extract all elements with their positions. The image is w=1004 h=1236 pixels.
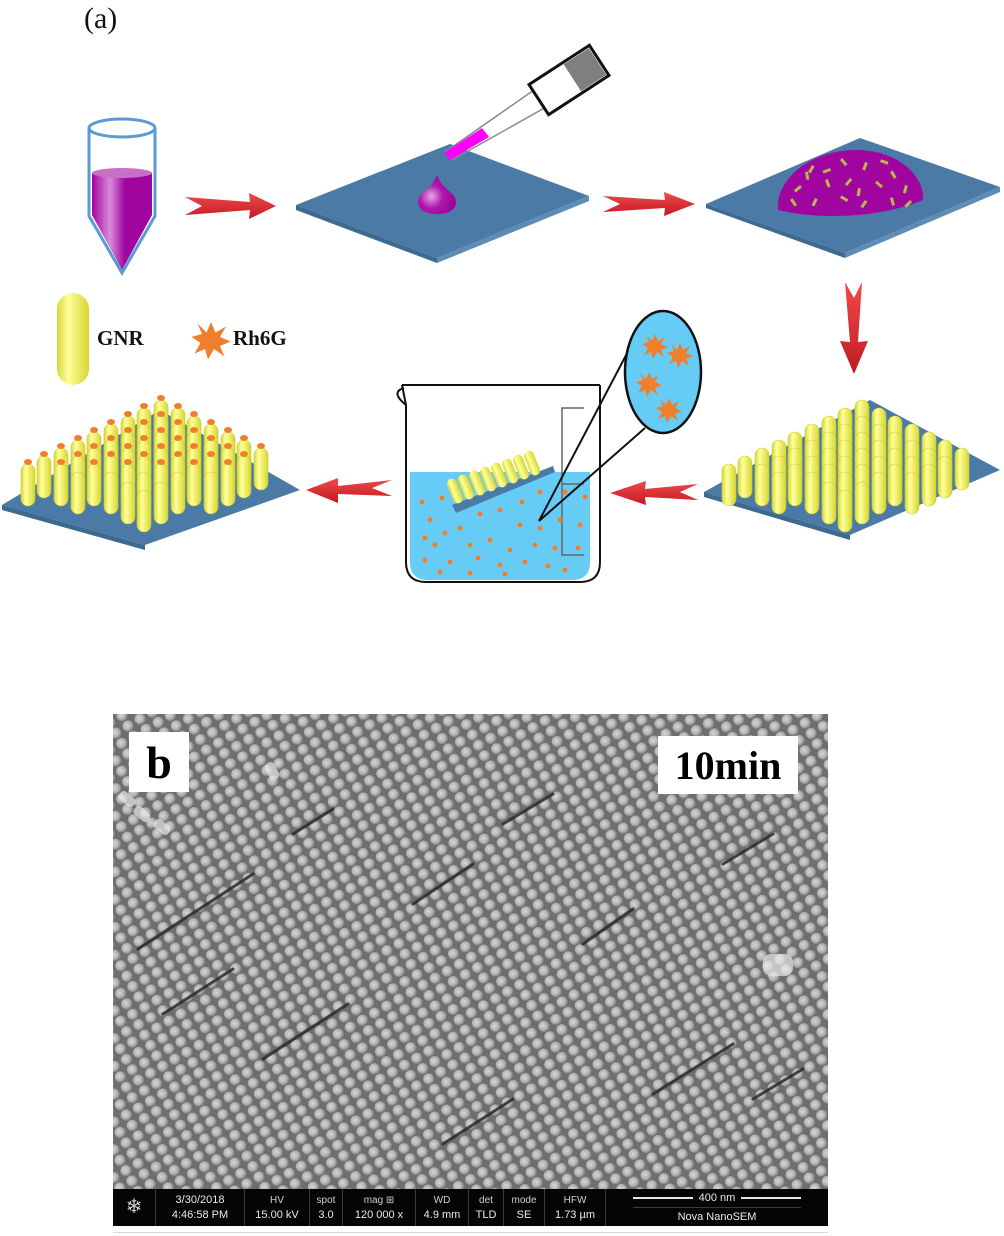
time-label: 10min — [658, 736, 798, 794]
zoom-callout — [623, 309, 703, 435]
det-value: TLD — [475, 1208, 497, 1221]
wd-value: 4.9 mm — [423, 1208, 461, 1221]
hv-label: HV — [270, 1194, 284, 1206]
det-label: det — [479, 1194, 493, 1206]
panel-a-label: (a) — [84, 2, 118, 35]
rh6g-legend-icon — [191, 322, 231, 360]
instrument-name: Nova NanoSEM — [677, 1210, 757, 1223]
acquisition-date: 3/30/2018 — [175, 1193, 225, 1206]
legend: GNR Rh6G — [57, 293, 287, 385]
hfw-label: HFW — [563, 1194, 587, 1206]
spot-value: 3.0 — [318, 1208, 334, 1221]
spot-label: spot — [316, 1194, 336, 1206]
scale-bar: 400 nm — [632, 1189, 802, 1208]
arrow-left-icon — [306, 478, 392, 503]
mag-label: mag ⊞ — [363, 1194, 395, 1206]
divider — [113, 1232, 828, 1233]
panel-b-label: b — [129, 732, 189, 792]
mag-value: 120 000 x — [354, 1208, 404, 1221]
sem-info-bar: ❄ 3/30/2018 4:46:58 PM HV 15.00 kV spot … — [113, 1189, 828, 1226]
gnr-array — [704, 399, 1000, 540]
centrifuge-tube-icon — [87, 117, 157, 276]
fabrication-schematic: GNR Rh6G — [2, 43, 1000, 583]
scale-bar-label: 400 nm — [698, 1191, 736, 1204]
substrate-with-gnr-droplet — [706, 138, 1000, 258]
arrow-right-icon — [603, 192, 695, 216]
gnr-legend-icon — [57, 293, 89, 385]
sem-image: b 10min ❄ 3/30/2018 4:46:58 PM HV 15.00 … — [113, 714, 828, 1226]
gnr-rh6g-array — [2, 395, 300, 550]
mode-label: mode — [511, 1194, 537, 1206]
beaker-icon — [396, 309, 703, 583]
hv-value: 15.00 kV — [255, 1208, 299, 1221]
wd-label: WD — [433, 1194, 451, 1206]
acquisition-time: 4:46:58 PM — [171, 1208, 229, 1221]
substrate-with-drop — [296, 43, 612, 263]
arrow-right-icon — [185, 193, 276, 219]
arrow-down-icon — [840, 282, 868, 374]
hfw-value: 1.73 µm — [555, 1208, 595, 1221]
legend-rh6g-label: Rh6G — [233, 326, 287, 350]
mode-value: SE — [516, 1208, 532, 1221]
fei-logo-icon: ❄ — [113, 1189, 156, 1226]
arrow-left-icon — [610, 481, 698, 505]
legend-gnr-label: GNR — [97, 326, 145, 350]
pipette-icon — [444, 43, 612, 161]
